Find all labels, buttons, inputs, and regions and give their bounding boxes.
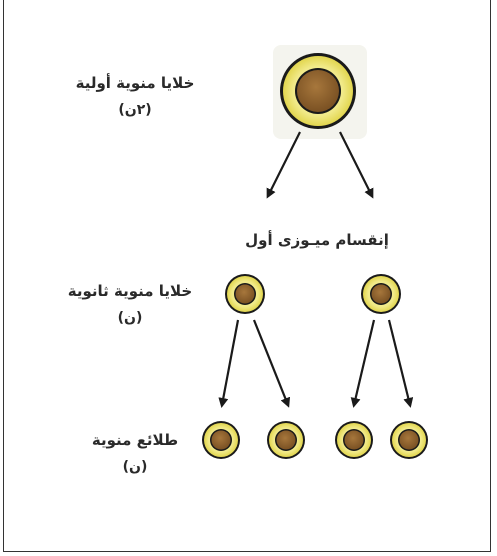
arrow-left-to-spermatid-2 — [252, 319, 291, 408]
spermatids-label: طلائع منوية (ن) — [80, 431, 190, 475]
secondary-spermatocyte-name: خلايا منوية ثانوية — [67, 282, 193, 300]
arrow-left-to-spermatid-1 — [218, 319, 240, 408]
meiosis-i-arrows — [266, 131, 374, 199]
spermatid-cell-4 — [390, 421, 428, 459]
spermatid-cell-3 — [335, 421, 373, 459]
secondary-spermatocyte-cell-right — [361, 274, 401, 314]
secondary-spermatocyte-ploidy: (ن) — [117, 310, 143, 326]
meiosis-ii-arrows — [218, 319, 414, 408]
spermatids-ploidy: (ن) — [122, 459, 148, 475]
arrow-primary-to-left — [266, 131, 301, 199]
spermatid-cell-2 — [267, 421, 305, 459]
meiosis-i-text: إنقسام ميـوزى أول — [245, 231, 389, 249]
secondary-spermatocyte-label: خلايا منوية ثانوية (ن) — [50, 282, 210, 326]
spermatids-name: طلائع منوية — [91, 431, 179, 449]
arrow-right-to-spermatid-4 — [387, 319, 414, 408]
spermatid-cell-1 — [202, 421, 240, 459]
primary-spermatocyte-name: خلايا منوية أولية — [75, 74, 195, 92]
secondary-spermatocyte-cell-left — [225, 274, 265, 314]
meiosis-i-label: إنقسام ميـوزى أول — [232, 231, 402, 249]
arrow-right-to-spermatid-3 — [350, 319, 376, 408]
primary-spermatocyte-cell — [280, 53, 356, 129]
arrow-primary-to-right — [339, 131, 374, 199]
primary-spermatocyte-ploidy: (٢ن) — [118, 102, 152, 118]
primary-spermatocyte-label: خلايا منوية أولية (٢ن) — [60, 74, 210, 118]
